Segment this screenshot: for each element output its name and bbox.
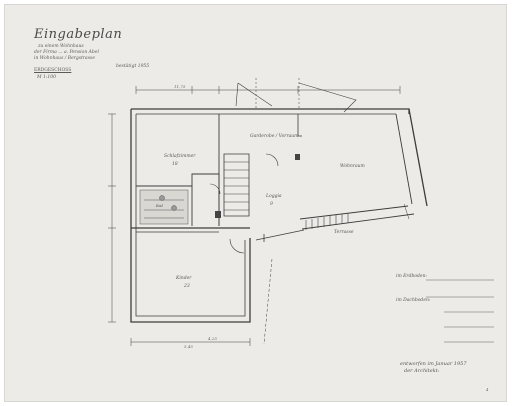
plan-title: Eingabeplan: [34, 27, 123, 42]
room-label-bath: Bad: [156, 204, 163, 208]
room-label-kitchen: Kinder: [176, 276, 192, 281]
room-label-terrace: Terrasse: [334, 230, 354, 235]
room-label-corridor: Loggia: [266, 194, 282, 199]
room-label-hall: Garderobe / Vorraum: [250, 134, 299, 139]
signature-line-1: entworfen im Januar 1957: [400, 361, 467, 367]
subtitle-line-2: der Firma ... a. Pension Abel: [34, 50, 99, 55]
dimension-bottom-left: 5,45: [184, 344, 193, 349]
room-label-bedroom: Schlafzimmer: [164, 154, 196, 159]
signature-line-2: der Architekt:: [404, 368, 440, 374]
side-note-second: im Dachboden:: [396, 298, 431, 303]
dimension-top: 11,75: [174, 84, 186, 89]
side-note-first: im Erdboden:: [396, 274, 428, 279]
page-mark: 4: [486, 387, 489, 392]
room-label-living: Wohnraum: [340, 164, 365, 169]
subtitle-line-3: in Wohnhaus / Bergstrasse: [34, 56, 95, 61]
room-area-kitchen: 23: [184, 284, 190, 289]
subtitle-line-1: zu einem Wohnhaus: [38, 44, 84, 49]
room-area-bedroom: 18: [172, 162, 178, 167]
drawing-sheet: Eingabeplan zu einem Wohnhaus der Firma …: [4, 4, 507, 402]
dimension-bottom-right: 4,25: [208, 336, 217, 341]
subtitle-line-4: bestätigt 1955: [116, 64, 150, 69]
floor-plan-drawing: [108, 78, 494, 346]
room-area-corridor: 9: [270, 202, 273, 207]
floor-label: ERDGESCHOSS: [34, 68, 72, 73]
scale-label: M 1:100: [37, 75, 57, 80]
